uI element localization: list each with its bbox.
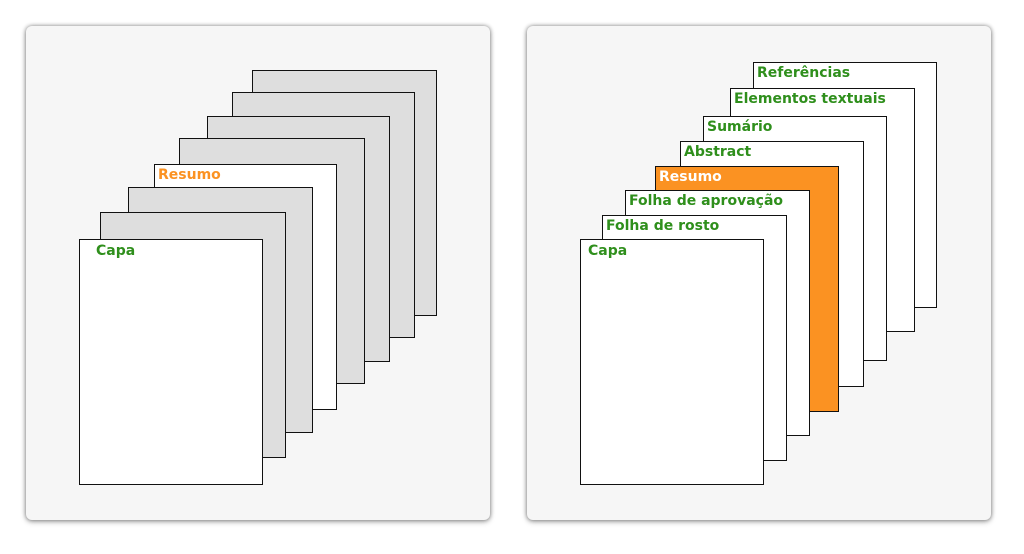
left-diagram-panel: Resumo Capa	[26, 26, 490, 520]
page-label-abstract: Abstract	[684, 144, 752, 160]
page-label-folha-rosto: Folha de rosto	[606, 218, 720, 234]
page-label-resumo: Resumo	[659, 169, 722, 185]
stack-page-capa: Capa	[79, 239, 263, 485]
page-label-folha-aprovacao: Folha de aprovação	[629, 193, 784, 209]
page-label-sumario: Sumário	[707, 119, 773, 135]
right-diagram-panel: Referências Elementos textuais Sumário A…	[527, 26, 991, 520]
page-label-elementos-textuais: Elementos textuais	[734, 91, 886, 107]
page-label-resumo: Resumo	[158, 167, 221, 183]
page-label-capa: Capa	[588, 243, 628, 259]
stack-page-capa: Capa	[580, 239, 764, 485]
page-label-capa: Capa	[96, 243, 136, 259]
page-label-referencias: Referências	[757, 65, 851, 81]
